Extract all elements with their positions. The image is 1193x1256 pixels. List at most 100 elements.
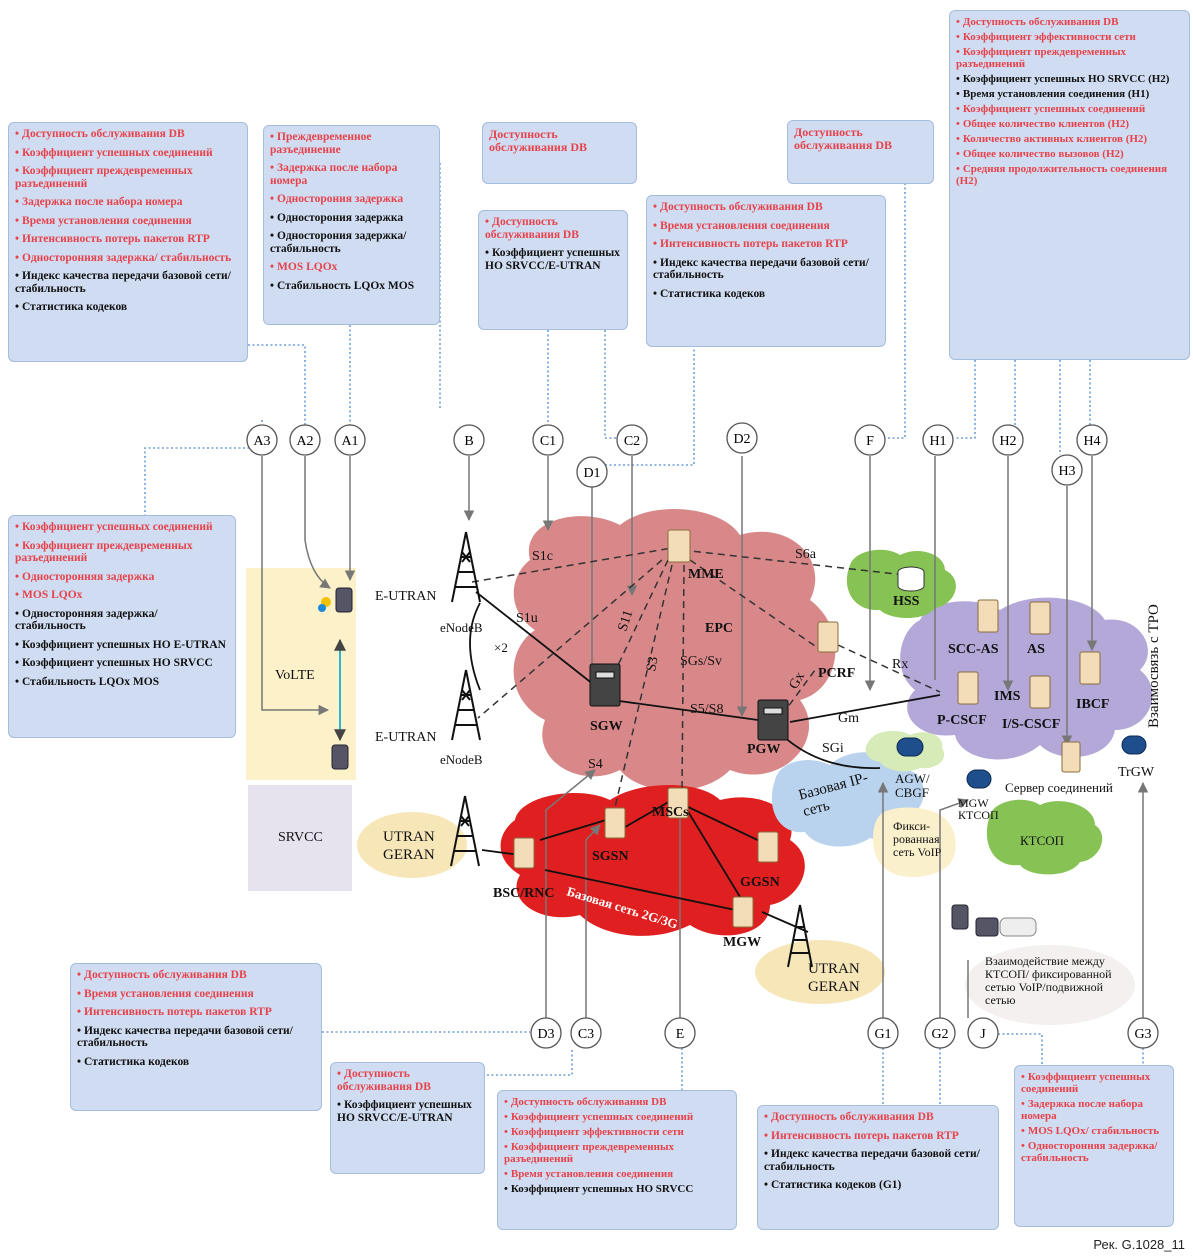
eutran-label-1: E-UTRAN <box>375 589 437 604</box>
metric-item: •Интенсивность потерь пакетов RTP <box>15 233 210 245</box>
rx-label: Rx <box>892 657 908 672</box>
epc-label: EPC <box>705 621 733 636</box>
metric-item: •Интенсивность потерь пакетов RTP <box>764 1129 959 1142</box>
reference-point-h3: H3 <box>1051 454 1083 486</box>
utran-geran-label-2: UTRAN GERAN <box>808 961 860 995</box>
metric-item: •Коэффициент успешных HO SRVCC/E-UTRAN <box>485 247 620 272</box>
utran-geran-ellipse-2 <box>755 940 885 1004</box>
metric-item: •Коэффициент успешных соединений <box>15 521 213 533</box>
metric-item: •Доступность обслуживания DB <box>337 1068 431 1093</box>
metric-item: •MOS LQOx <box>270 261 338 273</box>
box-b: Доступность обслуживания DB <box>482 122 637 184</box>
metric-item: •Доступность обслуживания DB <box>764 1111 934 1123</box>
reference-point-j: J <box>967 1017 999 1049</box>
metric-item: •Статистика кодеков (G1) <box>764 1179 902 1191</box>
svg-text:C2: C2 <box>624 434 640 449</box>
utran-geran-label-1: UTRAN GERAN <box>383 829 435 863</box>
srvcc-label: SRVCC <box>278 830 323 845</box>
sgssv-label: SGs/Sv <box>680 654 722 669</box>
fixed-voip-label: Фикси- рованная сеть VoIP <box>893 819 942 859</box>
reference-point-g2: G2 <box>924 1017 956 1049</box>
metric-item: •Интенсивность потерь пакетов RTP <box>653 238 848 250</box>
metric-item: •MOS LQOx <box>15 589 83 601</box>
metric-item: •Индекс качества передачи базовой сети/с… <box>653 256 869 282</box>
metric-item: •Преждевременное разъединение <box>270 131 372 156</box>
ktsop-label: КТСОП <box>1020 833 1065 848</box>
metric-item: •Индекс качества передачи базовой сети/с… <box>764 1148 980 1173</box>
box-d3: •Доступность обслуживания DB•Время устан… <box>70 963 322 1111</box>
agw-label: AGW/ CBGF <box>895 771 930 800</box>
reference-point-f: F <box>854 424 886 456</box>
box-g1: •Доступность обслуживания DB •Интенсивнос… <box>757 1105 999 1230</box>
metric-item: •Доступность обслуживания DB <box>77 969 247 981</box>
mgw-label: MGW <box>723 935 761 950</box>
metric-item: •Общее количество клиентов (H2) <box>956 118 1130 130</box>
enodeb-label-1: eNodeB <box>440 620 483 635</box>
mme-label: MME <box>688 567 724 582</box>
metric-item: •Статистика кодеков <box>653 287 766 300</box>
metric-item: •Статистика кодеков <box>15 301 128 313</box>
svg-text:H1: H1 <box>929 434 946 449</box>
metric-item: •Односторония задержка/ стабильность <box>270 230 407 255</box>
conn-server-label: Сервер соединений <box>1005 780 1113 795</box>
s1c-label: S1c <box>532 549 553 564</box>
interaction-label: Взаимодействие между КТСОП/ фиксированно… <box>985 954 1112 1007</box>
x2-label: ×2 <box>494 640 508 655</box>
as-label: AS <box>1027 642 1045 657</box>
box-a3: •Коэффициент успешных соединений •Коэффиц… <box>8 515 236 738</box>
box-c1: •Доступность обслуживания DB•Коэффициент… <box>478 210 628 330</box>
ims-cloud <box>900 597 1153 760</box>
svg-text:B: B <box>464 434 473 449</box>
metric-item: •Время установления соединения <box>504 1168 674 1180</box>
iscscf-label: I/S-CSCF <box>1002 717 1060 732</box>
metric-item: •Задержка после набора номера <box>1021 1098 1143 1122</box>
metric-item: •Коэффициент успешных HO SRVCC/E-UTRAN <box>337 1099 472 1124</box>
metric-item: •Доступность обслуживания DB <box>15 128 185 140</box>
metric-item: •Стабильность LQOx MOS <box>15 675 160 688</box>
svg-text:C3: C3 <box>578 1027 594 1042</box>
metric-item: •Коэффициент успешных HO SRVCC (H2) <box>956 73 1170 85</box>
interconnect-label: Взаимосвязь с ТРО <box>1146 604 1162 728</box>
svg-text:J: J <box>980 1027 986 1042</box>
ktsop-cloud <box>986 799 1103 875</box>
svg-text:G2: G2 <box>931 1027 948 1042</box>
metric-item: •Коэффициент успешных HO E-UTRAN <box>15 638 226 651</box>
metric-item: •Коэффициент успешных соединений <box>1021 1071 1151 1095</box>
svg-text:H2: H2 <box>999 434 1016 449</box>
reference-point-g1: G1 <box>867 1017 899 1049</box>
metric-item: •Односторонняя задержка <box>15 570 155 583</box>
svg-text:H4: H4 <box>1083 434 1100 449</box>
metric-item: •Односторонняя задержка/ стабильность <box>15 607 158 633</box>
box-b-text: Доступность обслуживания DB <box>489 127 587 154</box>
volte-label: VoLTE <box>275 668 315 683</box>
s4-label: S4 <box>588 757 603 772</box>
reference-point-h1: H1 <box>922 424 954 456</box>
gm-label: Gm <box>838 711 859 726</box>
metric-item: •Количество активных клиентов (H2) <box>956 133 1148 145</box>
srvcc-area <box>248 785 352 891</box>
s5s8-label: S5/S8 <box>690 702 723 717</box>
gray-arrows <box>261 456 1149 1018</box>
box-f-text: Доступность обслуживания DB <box>794 125 892 152</box>
interaction-ellipse <box>965 945 1135 1025</box>
svg-text:H3: H3 <box>1058 464 1075 479</box>
metric-item: •Доступность обслуживания DB <box>653 201 823 213</box>
svg-text:G1: G1 <box>874 1027 891 1042</box>
metric-item: •Индекс качества передачи базовой сети/с… <box>77 1024 293 1050</box>
hss-label: HSS <box>893 594 920 609</box>
gx-label: Gx <box>786 670 808 692</box>
svg-text:A1: A1 <box>341 434 358 449</box>
trgw-label: TrGW <box>1118 765 1155 780</box>
metric-item: •Коэффициент успешных соединений <box>956 103 1146 115</box>
s6a-label: S6a <box>795 547 817 562</box>
s11-label: S11 <box>616 608 637 633</box>
svg-text:C1: C1 <box>540 434 556 449</box>
reference-point-d1: D1 <box>576 456 608 488</box>
svg-text:D3: D3 <box>537 1027 554 1042</box>
sgi-label: SGi <box>822 741 844 756</box>
reference-point-e: E <box>664 1017 696 1049</box>
metric-item: •Интенсивность потерь пакетов RTP <box>77 1006 272 1018</box>
box-a2: •Преждевременное разъединение•Задержка п… <box>263 125 440 325</box>
